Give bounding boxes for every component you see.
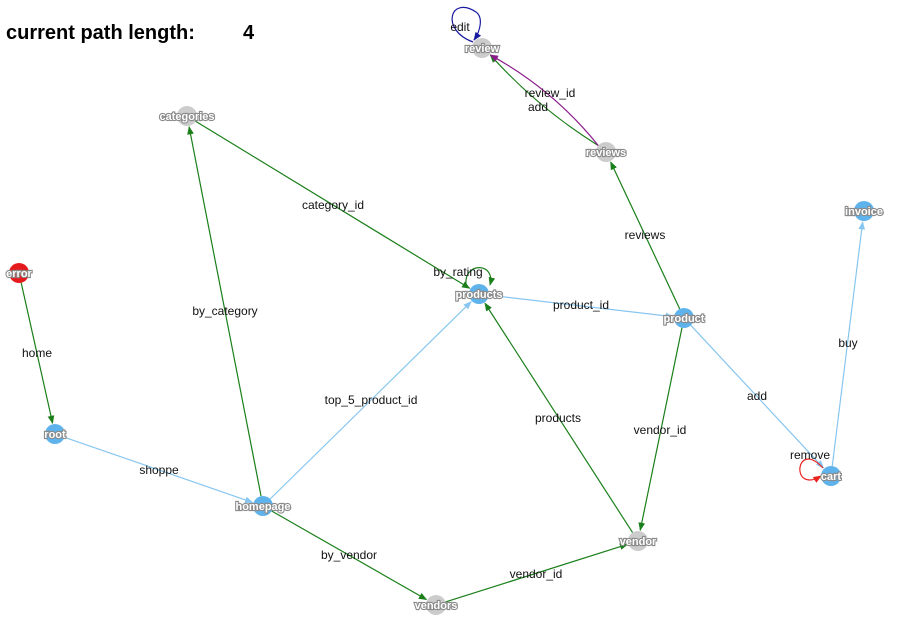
node-product[interactable]: product bbox=[662, 308, 706, 328]
node-vendors[interactable]: vendors bbox=[414, 595, 458, 615]
edge-label-review-id: review_id bbox=[525, 86, 576, 100]
node-label: homepage bbox=[235, 501, 290, 513]
edge-label-by-rating: by_rating bbox=[433, 265, 482, 279]
node-label: reviews bbox=[586, 147, 626, 159]
edge-product-reviews bbox=[610, 161, 681, 310]
edge-vendor-products bbox=[484, 302, 634, 533]
edge-label-top-5-product-id: top_5_product_id bbox=[325, 393, 418, 407]
edge-label-edit: edit bbox=[450, 20, 470, 34]
edge-line bbox=[831, 221, 866, 467]
edge-reviews-review bbox=[489, 54, 599, 147]
edge-line bbox=[195, 120, 471, 289]
edge-labels-layer: home shoppe by_category top_5_product_id by_… bbox=[22, 20, 858, 581]
node-label: error bbox=[6, 268, 32, 280]
edge-line bbox=[610, 161, 681, 310]
node-label: product bbox=[664, 313, 705, 325]
node-products[interactable]: products bbox=[454, 284, 504, 304]
node-vendor[interactable]: vendor bbox=[619, 531, 658, 551]
node-circle[interactable] bbox=[45, 424, 65, 444]
edge-line bbox=[799, 458, 824, 483]
node-label: invoice bbox=[845, 206, 883, 218]
edge-line bbox=[187, 125, 262, 497]
edge-label-vendor-id: vendor_id bbox=[510, 567, 563, 581]
edge-line bbox=[269, 301, 472, 500]
node-circle[interactable] bbox=[674, 308, 694, 328]
node-circle[interactable] bbox=[596, 142, 616, 162]
edge-label-remove: remove bbox=[790, 448, 830, 462]
edge-line bbox=[451, 6, 482, 43]
node-review[interactable]: review bbox=[464, 38, 501, 58]
edge-homepage-categories bbox=[187, 125, 262, 497]
node-invoice[interactable]: invoice bbox=[844, 201, 884, 221]
edge-label-products: products bbox=[535, 411, 581, 425]
node-label: vendors bbox=[415, 600, 458, 612]
node-reviews[interactable]: reviews bbox=[585, 142, 627, 162]
edge-label-vendor-id: vendor_id bbox=[634, 423, 687, 437]
edge-line bbox=[64, 436, 254, 504]
edge-line bbox=[445, 543, 629, 603]
edge-label-buy: buy bbox=[838, 336, 857, 350]
node-circle[interactable] bbox=[177, 106, 197, 126]
node-circle[interactable] bbox=[628, 531, 648, 551]
edge-products-products bbox=[465, 267, 496, 286]
edge-label-by-category: by_category bbox=[192, 304, 257, 318]
node-label: categories bbox=[159, 111, 214, 123]
path-length-header: current path length: 4 bbox=[6, 22, 254, 45]
node-circle[interactable] bbox=[253, 496, 273, 516]
node-label: vendor bbox=[620, 536, 657, 548]
edge-line bbox=[271, 510, 428, 601]
edge-product-vendor bbox=[638, 327, 683, 532]
edge-line bbox=[690, 324, 825, 469]
edge-line bbox=[484, 302, 634, 533]
edge-line bbox=[489, 54, 599, 146]
edge-error-root bbox=[20, 282, 55, 425]
nodes-layer: error root homepage categories products produ… bbox=[5, 38, 884, 615]
edge-vendors-vendor bbox=[445, 543, 629, 603]
node-cart[interactable]: cart bbox=[820, 466, 843, 486]
edge-line bbox=[638, 327, 683, 532]
node-error[interactable]: error bbox=[5, 263, 34, 283]
node-circle[interactable] bbox=[854, 201, 874, 221]
edge-label-reviews: reviews bbox=[625, 228, 666, 242]
node-label: products bbox=[455, 289, 502, 301]
edge-label-add: add bbox=[747, 389, 767, 403]
edge-cart-invoice bbox=[831, 221, 866, 467]
edge-homepage-vendors bbox=[271, 510, 428, 601]
node-circle[interactable] bbox=[426, 595, 446, 615]
edge-cart-cart bbox=[799, 458, 824, 483]
edge-line bbox=[20, 282, 55, 425]
edge-label-add: add bbox=[528, 100, 548, 114]
path-length-label: current path length: bbox=[6, 22, 195, 44]
edge-label-by-vendor: by_vendor bbox=[321, 548, 377, 562]
edge-product-cart bbox=[690, 324, 825, 469]
edge-categories-products bbox=[195, 120, 471, 289]
edge-products-product bbox=[488, 294, 674, 320]
node-label: review bbox=[465, 43, 500, 55]
edge-line bbox=[488, 294, 674, 320]
node-root[interactable]: root bbox=[43, 424, 67, 444]
node-circle[interactable] bbox=[821, 466, 841, 486]
edge-line bbox=[489, 54, 599, 147]
node-circle[interactable] bbox=[469, 284, 489, 304]
edge-label-shoppe: shoppe bbox=[139, 463, 179, 477]
node-label: root bbox=[44, 429, 66, 441]
edge-label-home: home bbox=[22, 346, 52, 360]
node-categories[interactable]: categories bbox=[158, 106, 216, 126]
edge-review-review bbox=[451, 6, 482, 43]
node-label: cart bbox=[821, 471, 842, 483]
node-circle[interactable] bbox=[472, 38, 492, 58]
node-homepage[interactable]: homepage bbox=[234, 496, 292, 516]
edge-line bbox=[465, 267, 496, 286]
edge-label-product-id: product_id bbox=[553, 298, 609, 312]
edges-layer bbox=[20, 6, 866, 603]
path-length-value: 4 bbox=[243, 22, 255, 44]
edge-reviews-review-1 bbox=[489, 54, 599, 146]
edge-homepage-products bbox=[269, 301, 472, 500]
edge-root-homepage bbox=[64, 436, 254, 504]
node-circle[interactable] bbox=[9, 263, 29, 283]
edge-label-category-id: category_id bbox=[302, 198, 364, 212]
